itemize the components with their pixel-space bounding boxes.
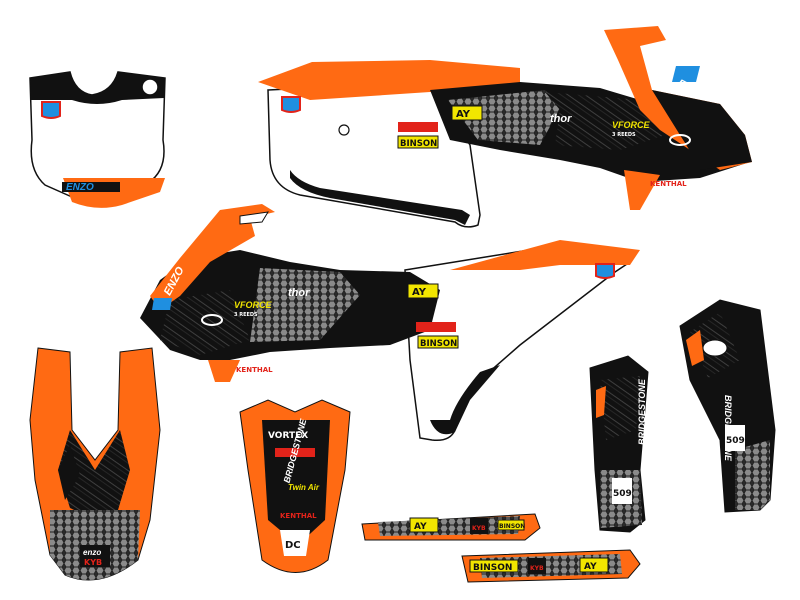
race-number: 509 bbox=[613, 489, 632, 499]
rear-fender: VORTEX Twin Air KENTHAL DC BRIDGESTONE B… bbox=[239, 399, 375, 573]
kenthal-sticker: KENTHAL bbox=[650, 180, 687, 188]
oakley-ellipse-icon bbox=[669, 134, 691, 146]
ay-sticker: AY bbox=[584, 562, 597, 572]
enzo-sticker: enzo bbox=[83, 548, 101, 557]
race-number: 509 bbox=[726, 436, 745, 446]
right-radiator-shroud: ENZO AY BINSON thor VFORCE 3 REEDS KENTH… bbox=[258, 26, 752, 228]
kenthal-sticker: KENTHAL bbox=[280, 512, 317, 520]
binson-sticker: BINSON bbox=[473, 563, 512, 573]
vforce-sticker: VFORCE bbox=[612, 120, 651, 130]
front-fender: enzo KYB bbox=[29, 347, 161, 581]
vforce-sticker: VFORCE bbox=[234, 300, 273, 310]
front-number-plate: ENZO bbox=[29, 71, 166, 208]
binson-sticker: BINSON bbox=[400, 139, 437, 149]
bridgestone-sticker: BRIDGESTONE bbox=[637, 378, 647, 445]
kyb-sticker: KYB bbox=[530, 565, 544, 572]
enzo-logo: ENZO bbox=[66, 182, 94, 193]
oakley-ellipse-icon bbox=[201, 314, 223, 326]
vforce-subtitle: 3 REEDS bbox=[612, 132, 636, 138]
kyb-sticker: KYB bbox=[472, 525, 486, 532]
binson-sticker: BINSON bbox=[420, 339, 457, 349]
ay-sticker: AY bbox=[456, 109, 471, 120]
thor-sticker: thor bbox=[288, 287, 310, 299]
ay-sticker: AY bbox=[414, 522, 427, 532]
twinair-sticker: Twin Air bbox=[288, 483, 320, 492]
rider-shield-icon bbox=[281, 96, 301, 113]
skull-icon bbox=[141, 78, 159, 96]
left-fork-guard: BRIDGESTONE 509 bbox=[589, 355, 649, 533]
rider-shield-icon bbox=[41, 101, 61, 119]
ay-sticker: AY bbox=[412, 287, 427, 298]
thor-sticker: thor bbox=[550, 113, 572, 125]
kenthal-sticker: KENTHAL bbox=[236, 366, 273, 374]
left-swingarm-decal: AY KYB BINSON bbox=[361, 513, 541, 541]
kyb-sticker: KYB bbox=[84, 558, 102, 567]
vortex-sticker: VORTEX bbox=[268, 431, 308, 441]
dc-logo-icon: DC bbox=[285, 540, 301, 551]
right-swingarm-decal: BINSON KYB AY bbox=[461, 549, 641, 583]
vforce-subtitle: 3 REEDS bbox=[234, 312, 258, 318]
binson-sticker: BINSON bbox=[499, 523, 525, 530]
rider-shield-icon bbox=[595, 263, 615, 279]
left-radiator-shroud: ENZO VFORCE 3 REEDS thor AY BINSON KENTH… bbox=[140, 204, 640, 442]
bridgestone-sticker: BRIDGESTONE bbox=[348, 456, 375, 523]
right-fork-guard: BRIDGESTONE 509 bbox=[679, 299, 776, 513]
